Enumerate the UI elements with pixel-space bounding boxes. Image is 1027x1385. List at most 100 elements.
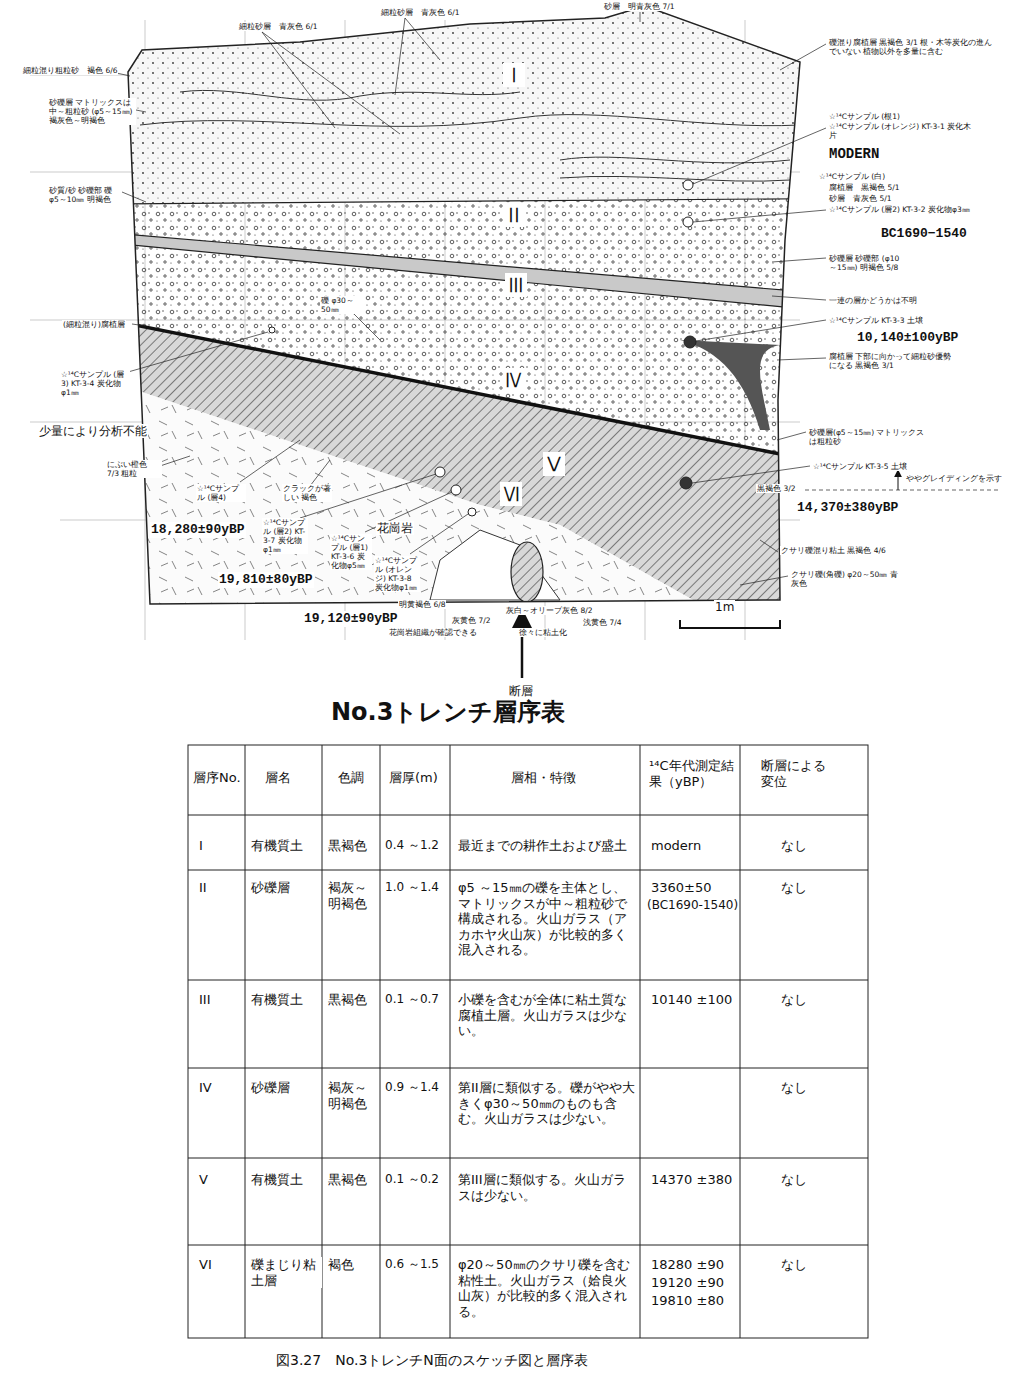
sketch-label: 断層 xyxy=(508,684,534,698)
layer-number: Ⅲ xyxy=(505,273,527,297)
figure-caption: 図3.27 No.3トレンチN面のスケッチ図と層序表 xyxy=(275,1352,589,1369)
sketch-label: 徐々に粘土化 xyxy=(518,628,568,637)
sketch-label: MODERN xyxy=(828,146,880,163)
trench-outline xyxy=(128,6,800,604)
table-cell: 第II層に類似する。礫がやや大きくφ30～50㎜のものも含む。火山ガラスは少ない… xyxy=(457,1080,639,1127)
sketch-label: BC1690−1540 xyxy=(880,226,968,242)
sketch-label: ☆¹⁴Cサンプル KT-3-3 土壌 xyxy=(828,316,924,325)
table-cell: IV xyxy=(198,1080,213,1096)
table-cell: 小礫を含むが全体に粘土質な腐植土層。火山ガラスは少ない。 xyxy=(457,992,639,1039)
sketch-label: ☆¹⁴Cサンプル (層2) KT-3-7 炭化物φ1㎜ xyxy=(262,518,308,554)
table-cell: 層相・特徴 xyxy=(510,770,577,786)
table-cell: なし xyxy=(780,880,808,896)
sketch-label: 19,810±80yBP xyxy=(218,572,314,588)
table-cell: 砂礫層 xyxy=(250,1080,291,1096)
sketch-label: ☆¹⁴Cサンプル (白) xyxy=(818,172,886,181)
table-cell: V xyxy=(198,1172,209,1188)
table-cell: φ20～50㎜のクサリ礫を含む粘性土。火山ガラス（姶良火山灰）が比較的多く混入さ… xyxy=(457,1257,639,1319)
table-cell: 礫まじり粘土層 xyxy=(250,1257,322,1288)
sketch-label: 砂礫層 砂礫部 (φ10～15㎜) 明褐色 5/8 xyxy=(828,254,908,272)
sketch-label: 一連の層かどうかは不明 xyxy=(828,296,918,305)
table-cell: 断層による変位 xyxy=(760,758,832,789)
sketch-label: ☆¹⁴Cサンプル (オレンジ) KT-3-1 炭化木片 xyxy=(828,122,978,140)
table-cell: 色調 xyxy=(337,770,365,786)
table-cell: なし xyxy=(780,838,808,854)
fault-arrow xyxy=(521,610,524,678)
layer-number: Ⅴ xyxy=(543,452,565,476)
table-cell: I xyxy=(198,838,204,854)
table-cell: 黒褐色 xyxy=(327,1172,379,1188)
table-cell: 14370 ±380 xyxy=(650,1172,733,1188)
table-cell: なし xyxy=(780,1172,808,1188)
sketch-label: 19,120±90yBP xyxy=(303,611,399,627)
sketch-label: (細粒混り)腐植層 xyxy=(62,320,126,329)
sketch-label: ☆¹⁴Cサンプル (層4) xyxy=(196,484,246,502)
sketch-label: クラックが著しい 褐色 xyxy=(282,484,332,502)
table-cell: φ5 ～15㎜の礫を主体とし、マトリックスが中～粗粒砂で構成される。火山ガラス（… xyxy=(457,880,639,958)
table-cell: II xyxy=(198,880,208,896)
sketch-label: 礫 φ30～50㎜ xyxy=(320,296,364,314)
sketch-label: 細粒混り粗粒砂 褐色 6/6 xyxy=(22,66,118,75)
table-cell: 黒褐色 xyxy=(327,992,379,1008)
table-cell: 層厚(m) xyxy=(388,770,439,786)
table-cell: VI xyxy=(198,1257,213,1273)
sketch-label: 腐植層 下部に向かって細粒砂優勢になる 黒褐色 3/1 xyxy=(828,352,958,370)
table-cell: modern xyxy=(650,838,702,854)
sketch-label: 砂礫層 マトリックスは中～粗粒砂 (φ5～15㎜) 褐灰色～明褐色 xyxy=(48,98,136,125)
table-cell: 18280 ±90 xyxy=(650,1257,725,1273)
sketch-label: 明黄褐色 6/8 xyxy=(398,600,446,609)
table-cell: なし xyxy=(780,992,808,1008)
layer-number: Ⅰ xyxy=(503,63,525,87)
table-cell: 砂礫層 xyxy=(250,880,291,896)
table-cell: ¹⁴C年代測定結果（yBP） xyxy=(648,758,736,789)
sketch-label: 10,140±100yBP xyxy=(856,330,959,346)
table-title: No.3トレンチ層序表 xyxy=(330,698,566,727)
sketch-label: 砂層 明青灰色 7/1 xyxy=(603,2,675,11)
table-cell: 褐灰～明褐色 xyxy=(327,1080,379,1111)
sketch-label: 灰白～オリーブ灰色 8/2 xyxy=(505,606,593,615)
sketch-label: 18,280±90yBP xyxy=(150,522,246,538)
table-cell: 0.6 ～1.5 xyxy=(384,1257,440,1271)
sketch-label: にぶい橙色 7/3 粗粒 xyxy=(106,460,162,478)
sketch-label: ☆¹⁴Cサンプル KT-3-5 土壌 xyxy=(812,462,908,471)
table-cell: 層序No. xyxy=(192,770,242,786)
layer-number: Ⅳ xyxy=(503,368,525,392)
table-cell: 3360±50 xyxy=(650,880,713,896)
sketch-label: 砂礫層(φ5～15㎜) マトリックスは粗粒砂 xyxy=(808,428,928,446)
table-cell: 最近までの耕作土および盛土 xyxy=(457,838,639,854)
sketch-label: 細粒砂層 青灰色 6/1 xyxy=(380,8,460,17)
table-cell: なし xyxy=(780,1257,808,1273)
sample-points xyxy=(269,180,696,516)
leader-lines xyxy=(112,12,1000,585)
layer-number: Ⅵ xyxy=(500,482,522,506)
layers xyxy=(100,0,900,610)
table-cell: 0.1 ～0.7 xyxy=(384,992,440,1006)
sketch-label: 礫混り腐植層 黒褐色 3/1 根・木等炭化の進んでいない 植物以外を多量に含む xyxy=(828,38,998,56)
sketch-label: 1m xyxy=(714,600,735,614)
table-cell: 黒褐色 xyxy=(327,838,379,854)
sketch-label: クサリ礫混り粘土 黒褐色 4/6 xyxy=(780,546,890,555)
sketch-label: 花崗岩組織が確認できる xyxy=(388,628,478,637)
table-cell: 19810 ±80 xyxy=(650,1293,725,1309)
table-cell: III xyxy=(198,992,212,1008)
table-cell: 第III層に類似する。火山ガラスは少ない。 xyxy=(457,1172,639,1203)
table-cell: 有機質土 xyxy=(250,838,304,854)
sketch-label: ややグレイディングを示す xyxy=(905,474,1015,483)
sketch-label: 14,370±380yBP xyxy=(796,500,899,516)
sketch-label: 砂層 青灰色 5/1 xyxy=(828,194,892,203)
sketch-label: ☆¹⁴Cサンプル (層2) KT-3-2 炭化物φ3㎜ xyxy=(828,205,978,214)
table-cell: なし xyxy=(780,1080,808,1096)
grading-arrow xyxy=(898,470,899,490)
table-cell: 10140 ±100 xyxy=(650,992,733,1008)
sketch-label: 花崗岩 xyxy=(376,521,414,535)
table-cell: 有機質土 xyxy=(250,992,304,1008)
sketch-label: 腐植層 黒褐色 5/1 xyxy=(828,183,900,192)
table-cell: 0.1 ～0.2 xyxy=(384,1172,440,1186)
table-cell: 19120 ±90 xyxy=(650,1275,725,1291)
table-cell: 有機質土 xyxy=(250,1172,304,1188)
sketch-label: 細粒砂層 青灰色 6/1 xyxy=(238,22,318,31)
table-cell: 褐灰～明褐色 xyxy=(327,880,379,911)
sketch-label: ☆¹⁴Cサンプル (層1) KT-3-6 炭化物φ5㎜ xyxy=(330,534,372,570)
sketch-label: ☆¹⁴Cサンプル (根1) xyxy=(828,112,901,121)
scale-bar xyxy=(680,620,780,628)
